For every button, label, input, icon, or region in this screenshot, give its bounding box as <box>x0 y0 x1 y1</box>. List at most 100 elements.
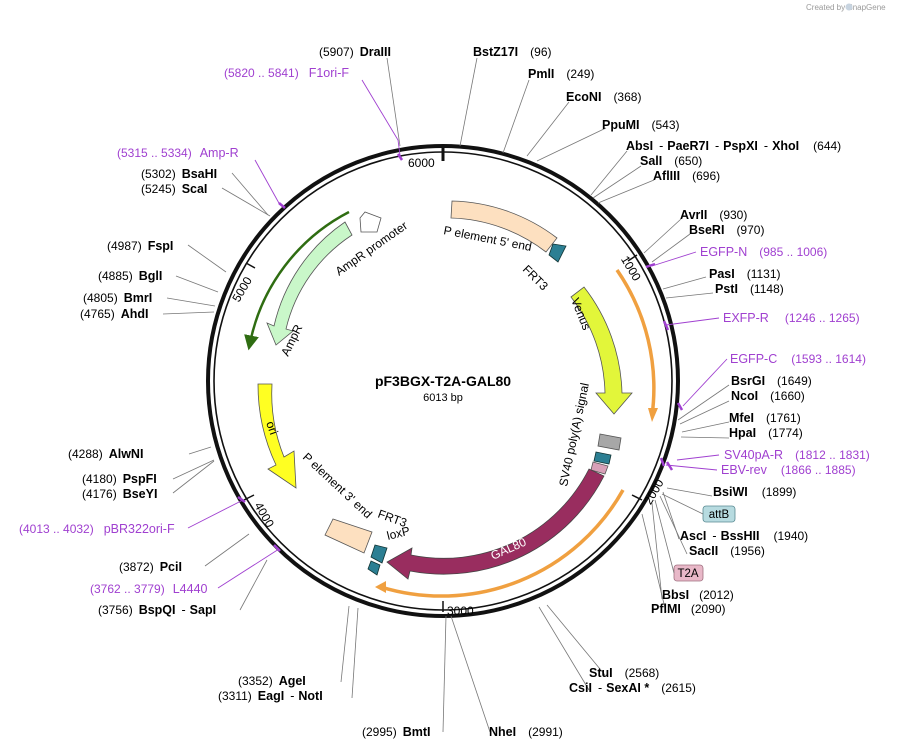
site-bmri: (4805)BmrI <box>83 291 152 305</box>
t2a-label: T2A <box>677 568 698 580</box>
site-pflmi-pos: (2090) <box>691 602 726 616</box>
site-pflmi-name: PflMI <box>651 602 681 616</box>
site-sacii-pos: (1956) <box>730 544 765 558</box>
primer-egfp-n: EGFP-N(985 .. 1006) <box>700 245 827 259</box>
feature-label-loxp: loxP <box>385 524 411 543</box>
feature-label-p3: P element 3' end <box>300 450 375 521</box>
sv40-polya-box <box>597 433 622 451</box>
site-pasi-name: PasI <box>709 267 735 281</box>
primer-exfp-r-range: (1246 .. 1265) <box>785 311 860 325</box>
primer-l4440: (3762 .. 3779) L4440 <box>90 582 208 596</box>
site-eagi-pos: (3311) <box>218 689 252 703</box>
site-stui-name: StuI <box>589 666 613 680</box>
site-ahdi-name: AhdI <box>121 307 149 321</box>
site-nhei: NheI(2991) <box>489 725 563 739</box>
site-ahdi: (4765)AhdI <box>80 307 148 321</box>
site-mfei-pos: (1761) <box>766 411 801 425</box>
site-csii: CsiI-SexAI *(2615) <box>569 681 696 695</box>
site-bsshii-pos: (1940) <box>773 529 808 543</box>
site-bsrgi-pos: (1649) <box>777 374 812 388</box>
site-sacii: SacII(1956) <box>689 544 765 558</box>
site-asci-sep: - <box>712 529 716 543</box>
feature-label-ori: ori <box>263 419 281 436</box>
site-agei-name: AgeI <box>279 674 306 688</box>
feature-label-frt3-1: FRT3 <box>520 262 551 293</box>
site-pasi: PasI (1131) <box>709 267 781 281</box>
site-econi-name: EcoNI <box>566 90 601 104</box>
site-pflmi: PflMI (2090) <box>651 602 726 616</box>
site-bbsi-name: BbsI <box>662 588 689 602</box>
site-alwni-name: AlwNI <box>109 447 144 461</box>
sv40-pink-box <box>590 461 609 475</box>
site-xhoi-name: XhoI <box>772 139 799 153</box>
loxp-box <box>370 544 388 564</box>
p-element-5-arc <box>450 200 558 253</box>
primer-exfp-r: EXFP-R(1246 .. 1265) <box>723 311 860 325</box>
site-pmli-name: PmlI <box>528 67 554 81</box>
site-pmli-pos: (249) <box>566 67 594 81</box>
attb-leader <box>661 493 704 515</box>
site-asci: AscI-BssHII(1940) <box>680 529 808 543</box>
site-pcii: (3872)PciI <box>119 560 182 574</box>
primer-leader-lines <box>187 79 728 589</box>
site-csii-sep: - <box>598 681 602 695</box>
site-bspqi-pos: (3756) <box>98 603 133 617</box>
site-pmli: PmlI (249) <box>528 67 594 81</box>
site-bmti-pos: (2995) <box>362 725 397 739</box>
site-fspi-name: FspI <box>148 239 174 253</box>
site-eagi-name: EagI <box>258 689 284 703</box>
site-bsrgi-name: BsrGI <box>731 374 765 388</box>
site-bgli-pos: (4885) <box>98 269 133 283</box>
site-scai-name: ScaI <box>182 182 208 196</box>
site-pspxi-name: PspXI <box>723 139 758 153</box>
site-bseri: BseRI(970) <box>689 223 764 237</box>
p-element-3-arc <box>324 518 373 554</box>
primer-l4440-name: L4440 <box>173 582 208 596</box>
site-pspfi-name: PspFI <box>123 472 157 486</box>
primer-f1ori-f-name: F1ori-F <box>309 66 350 80</box>
site-draiii-name: DraIII <box>360 45 391 59</box>
site-psti: PstI(1148) <box>715 282 784 296</box>
ruler-6000: 6000 <box>408 156 435 170</box>
frt3-arrow-1 <box>548 243 567 263</box>
site-agei: (3352) AgeI <box>238 674 306 688</box>
site-absi-group: AbsI-PaeR7I-PspXI-XhoI(644) <box>626 139 841 153</box>
site-bmri-name: BmrI <box>124 291 152 305</box>
site-bspqi-sep: - <box>182 603 186 617</box>
site-ncoi-pos: (1660) <box>770 389 805 403</box>
primer-egfp-c: EGFP-C(1593 .. 1614) <box>730 352 866 366</box>
plasmid-size: 6013 bp <box>423 392 463 404</box>
t2a-leader <box>654 499 675 574</box>
site-absi-sep2: - <box>715 139 719 153</box>
primer-marks <box>237 153 684 552</box>
site-sali: SalI(650) <box>640 154 702 168</box>
site-afliii: AflIII(696) <box>653 169 720 183</box>
ampr-arrow <box>266 221 353 346</box>
primer-ebv-rev-name: EBV-rev <box>721 463 768 477</box>
site-bsiwi: BsiWI(1899) <box>713 485 796 499</box>
primer-egfp-n-name: EGFP-N <box>700 245 747 259</box>
primer-sv40pa-r-range: (1812 .. 1831) <box>795 448 870 462</box>
orf-arrow-1 <box>648 408 658 422</box>
site-scai: (5245)ScaI <box>141 182 207 196</box>
site-agei-pos: (3352) <box>238 674 273 688</box>
site-bbsi: BbsI(2012) <box>662 588 734 602</box>
primer-labels: (5820 .. 5841)F1ori-F (5315 .. 5334)Amp-… <box>19 66 870 596</box>
site-hpai-pos: (1774) <box>768 426 803 440</box>
site-bspqi: (3756)BspQI-SapI <box>98 603 216 617</box>
site-draiii: (5907)DraIII <box>319 45 391 59</box>
site-sexai-name: SexAI * <box>606 681 649 695</box>
site-pasi-pos: (1131) <box>747 267 781 281</box>
site-avrii: AvrII(930) <box>680 208 747 222</box>
site-ppumi-name: PpuMI <box>602 118 640 132</box>
site-absi-sep1: - <box>659 139 663 153</box>
site-bstz17i-name: BstZ17I <box>473 45 518 59</box>
site-hpai-name: HpaI <box>729 426 756 440</box>
site-pcii-pos: (3872) <box>119 560 154 574</box>
t2a-box: T2A <box>673 564 704 582</box>
ruler-tick-4000 <box>243 494 255 501</box>
primer-ebv-rev-range: (1866 .. 1885) <box>781 463 856 477</box>
primer-l4440-range: (3762 .. 3779) <box>90 582 165 596</box>
site-eagi: (3311)EagI-NotI <box>218 689 323 703</box>
site-noti-name: NotI <box>298 689 322 703</box>
